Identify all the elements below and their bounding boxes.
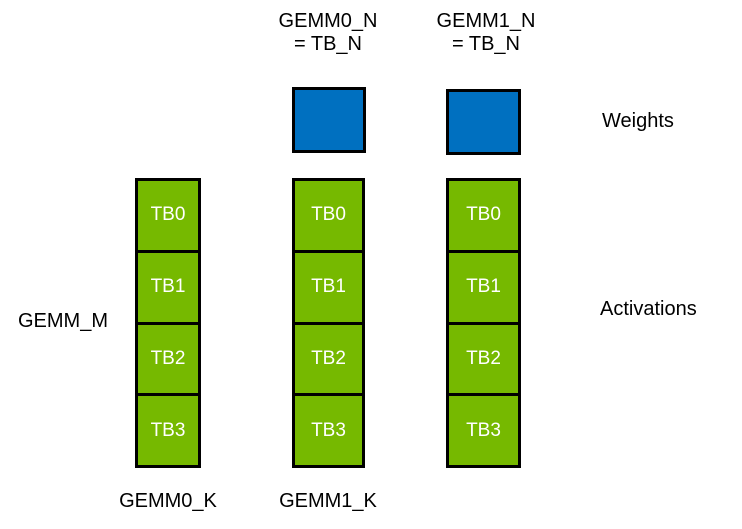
tb-cell: TB1 (449, 249, 518, 322)
tb-cell: TB1 (138, 249, 198, 322)
tb-cell: TB0 (138, 181, 198, 250)
activation-column-gemm1: TB0 TB1 TB2 TB3 (446, 178, 521, 468)
gemm0-k-label: GEMM0_K (119, 490, 217, 512)
gemm0-n-label-line1: GEMM0_N (278, 10, 378, 32)
gemm0-n-label: GEMM0_N = TB_N (248, 10, 408, 56)
gemm1-n-label-line2: = TB_N (452, 33, 520, 55)
tb-cell: TB3 (295, 393, 362, 465)
gemm-m-label: GEMM_M (18, 310, 108, 332)
tb-cell: TB2 (295, 321, 362, 394)
gemm1-n-label: GEMM1_N = TB_N (406, 10, 566, 56)
tb-cell: TB3 (449, 393, 518, 465)
tb-cell: TB0 (449, 181, 518, 250)
tb-cell: TB2 (449, 321, 518, 394)
gemm1-n-label-line1: GEMM1_N (436, 10, 536, 32)
tb-cell: TB0 (295, 181, 362, 250)
weights-label: Weights (602, 110, 674, 132)
gemm0-n-label-line2: = TB_N (294, 33, 362, 55)
gemm1-weight-tile (446, 89, 521, 155)
tb-cell: TB3 (138, 393, 198, 465)
activation-column-left: TB0 TB1 TB2 TB3 (135, 178, 201, 468)
activations-label: Activations (600, 298, 697, 320)
tb-cell: TB2 (138, 321, 198, 394)
gemm0-weight-tile (292, 87, 366, 153)
gemm1-k-label: GEMM1_K (279, 490, 377, 512)
activation-column-gemm0: TB0 TB1 TB2 TB3 (292, 178, 365, 468)
tb-cell: TB1 (295, 249, 362, 322)
